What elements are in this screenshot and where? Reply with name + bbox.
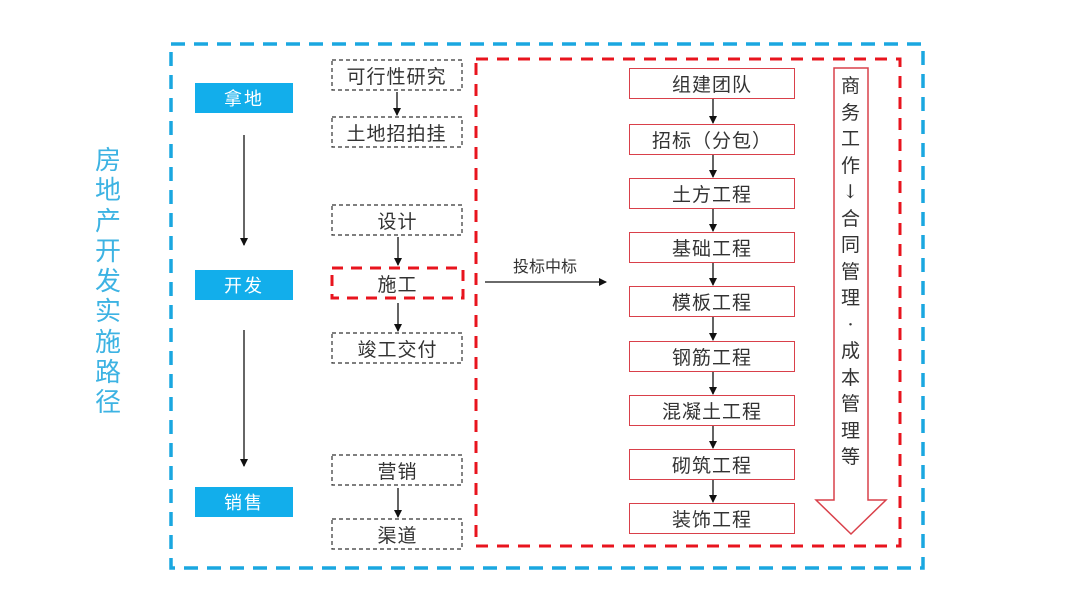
sub-step-feasibility: 可行性研究	[346, 66, 447, 88]
note-char: 管	[840, 260, 860, 283]
note-char: 合	[840, 207, 860, 230]
note-char: 同	[840, 234, 860, 256]
step-foundation: 基础工程	[629, 232, 795, 263]
sub-step-marketing: 营销	[377, 461, 418, 483]
step-earthwork: 土方工程	[629, 178, 795, 209]
sub-step-frame	[331, 454, 463, 486]
title-char: 地	[94, 176, 121, 207]
sub-step-design: 设计	[377, 211, 418, 233]
sub-step-completion-delivery: 竣工交付	[357, 339, 438, 361]
sub-step-frames	[331, 59, 463, 550]
title-char: 施	[94, 327, 121, 358]
note-char: 本	[840, 366, 860, 389]
outer-dashed-frame	[169, 42, 925, 570]
note-char: ·	[847, 313, 854, 336]
title-char: 开	[94, 236, 121, 267]
sub-step-frame	[331, 518, 463, 550]
sub-step-channels: 渠道	[377, 525, 418, 547]
note-char: ↓	[842, 181, 859, 203]
note-char: 商	[840, 75, 860, 97]
title-char: 实	[94, 297, 121, 328]
step-formwork: 模板工程	[629, 286, 795, 317]
step-tendering: 招标（分包）	[629, 124, 795, 155]
note-char: 务	[840, 101, 860, 124]
sub-step-construction: 施工	[377, 274, 418, 296]
sub-step-frame	[331, 116, 463, 148]
sub-step-frame	[331, 204, 463, 236]
bid-win-label: 投标中标	[512, 257, 577, 276]
phase-land-acquisition: 拿地	[195, 83, 293, 113]
sub-step-frame	[331, 59, 463, 91]
title-char: 产	[94, 206, 121, 237]
step-team-building: 组建团队	[629, 68, 795, 99]
sub-step-land-auction: 土地招拍挂	[346, 123, 447, 145]
management-down-arrow	[814, 67, 888, 536]
step-masonry: 砌筑工程	[629, 449, 795, 480]
note-char: 等	[840, 446, 860, 468]
note-char: 成	[840, 340, 860, 362]
title-char: 房	[94, 146, 121, 176]
sub-step-frame	[331, 332, 463, 364]
title-char: 发	[94, 267, 121, 298]
management-note: 商务工作↓合同管理·成本管理等	[835, 73, 866, 471]
phase-sales: 销售	[195, 487, 293, 517]
step-concrete: 混凝土工程	[629, 395, 795, 426]
phase-development: 开发	[195, 270, 293, 300]
title-char: 径	[94, 388, 121, 419]
construction-dashed-frame	[474, 57, 902, 548]
step-rebar: 钢筋工程	[629, 341, 795, 372]
highlight-dashed-frame	[330, 266, 465, 300]
step-decoration: 装饰工程	[629, 503, 795, 534]
page-title: 房地产开发实施路径	[92, 146, 124, 419]
title-char: 路	[94, 358, 121, 389]
note-char: 理	[840, 287, 860, 309]
note-char: 管	[840, 393, 860, 415]
note-char: 理	[840, 419, 860, 442]
note-char: 作	[840, 154, 860, 177]
note-char: 工	[840, 128, 860, 150]
